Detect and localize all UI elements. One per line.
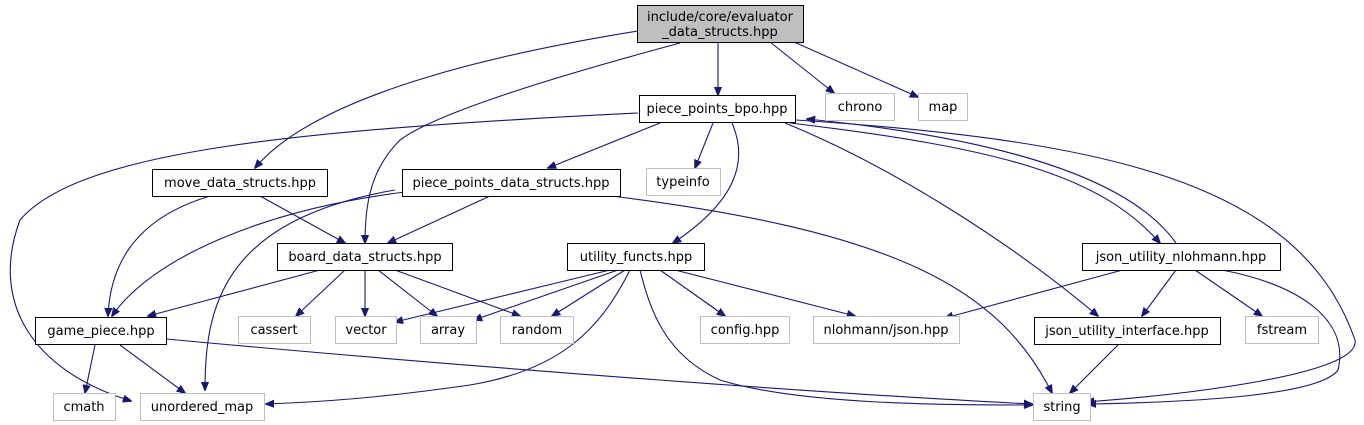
node-array: array: [420, 316, 477, 344]
node-string: string: [1033, 393, 1091, 421]
node-piece-points-bpo-label: piece_points_bpo.hpp: [646, 102, 787, 117]
edge-bpo-to-json-utility-nlohmann: [789, 122, 1160, 243]
node-vector-label: vector: [345, 323, 387, 338]
node-piece-points-data-structs[interactable]: piece_points_data_structs.hpp: [402, 169, 621, 197]
node-root-label-line2: _data_structs.hpp: [661, 25, 778, 40]
node-game-piece-label: game_piece.hpp: [47, 324, 154, 339]
edge-bpo-to-json-utility-interface: [784, 122, 1098, 316]
node-cmath-label: cmath: [63, 400, 104, 415]
edge-layer: [9, 30, 1356, 405]
edge-bpo-to-string: [795, 119, 1356, 402]
edge-jun-to-nlohmann-json: [945, 267, 1131, 318]
node-piece-points-data-structs-label: piece_points_data_structs.hpp: [412, 176, 609, 191]
edge-bpo-to-piece-points-data-structs: [548, 122, 661, 168]
node-nlohmann-json: nlohmann/json.hpp: [813, 316, 960, 344]
edge-root-to-board-data-structs: [365, 42, 681, 243]
node-root-label-line1: include/core/evaluator: [647, 10, 794, 25]
edge-bpo-to-utility-functs: [673, 122, 740, 243]
node-chrono-label: chrono: [838, 100, 883, 115]
edge-board-to-random: [394, 269, 520, 316]
edge-utility-to-config: [659, 269, 725, 316]
node-layer: include/core/evaluator _data_structs.hpp…: [35, 5, 1319, 421]
node-unordered-map-label: unordered_map: [151, 400, 254, 415]
node-game-piece[interactable]: game_piece.hpp: [35, 317, 167, 345]
node-root-header[interactable]: include/core/evaluator _data_structs.hpp: [637, 5, 804, 43]
node-utility-functs-label: utility_functs.hpp: [580, 250, 692, 265]
node-typeinfo: typeinfo: [646, 168, 721, 196]
edge-utility-to-nlohmann-json: [674, 269, 855, 316]
edge-ppds-to-string: [594, 193, 1052, 393]
edge-board-to-cassert: [296, 269, 346, 316]
edge-board-to-game-piece: [148, 269, 321, 316]
edge-move-to-game-piece: [108, 195, 211, 316]
node-json-utility-interface-label: json_utility_interface.hpp: [1044, 324, 1208, 339]
node-typeinfo-label: typeinfo: [656, 175, 709, 190]
node-board-data-structs[interactable]: board_data_structs.hpp: [277, 243, 453, 271]
node-map: map: [918, 93, 968, 121]
node-string-label: string: [1043, 400, 1080, 415]
edge-utility-to-vector: [395, 269, 611, 322]
node-piece-points-bpo[interactable]: piece_points_bpo.hpp: [639, 95, 796, 123]
node-array-label: array: [431, 323, 465, 338]
node-unordered-map: unordered_map: [140, 393, 265, 421]
edge-game-piece-to-unordered-map: [119, 344, 185, 393]
edge-game-piece-to-string: [165, 338, 1032, 404]
edge-bpo-to-typeinfo: [695, 122, 714, 168]
node-json-utility-interface[interactable]: json_utility_interface.hpp: [1034, 317, 1221, 345]
edge-jun-to-fstream: [1194, 269, 1262, 316]
node-cassert: cassert: [238, 316, 311, 344]
edge-json-utility-nlohmann-to-bpo: [807, 119, 1177, 244]
node-config-label: config.hpp: [711, 323, 780, 338]
edge-utility-to-array: [474, 269, 619, 320]
edge-bpo-to-unordered-map: [9, 112, 639, 401]
edge-ppds-to-board: [388, 195, 491, 243]
node-fstream-label: fstream: [1257, 323, 1307, 338]
node-nlohmann-json-label: nlohmann/json.hpp: [824, 323, 949, 338]
node-json-utility-nlohmann-label: json_utility_nlohmann.hpp: [1095, 250, 1267, 265]
node-cmath: cmath: [53, 393, 116, 421]
node-map-label: map: [929, 100, 958, 115]
node-fstream: fstream: [1245, 316, 1319, 344]
node-chrono: chrono: [825, 93, 895, 121]
node-board-data-structs-label: board_data_structs.hpp: [288, 250, 441, 265]
edge-ppds-to-unordered-map: [205, 189, 396, 390]
edge-root-to-move-data-structs: [255, 30, 639, 168]
edge-board-to-array: [377, 269, 437, 316]
edge-game-piece-to-cmath: [85, 344, 96, 393]
node-move-data-structs[interactable]: move_data_structs.hpp: [152, 169, 328, 197]
node-json-utility-nlohmann[interactable]: json_utility_nlohmann.hpp: [1082, 243, 1281, 271]
edge-jun-to-json-utility-interface: [1142, 269, 1177, 316]
node-utility-functs[interactable]: utility_functs.hpp: [567, 243, 705, 271]
edge-jun-to-string: [1088, 269, 1341, 404]
edge-root-to-chrono: [769, 41, 834, 93]
edge-root-to-map: [784, 37, 918, 97]
node-random: random: [500, 316, 574, 344]
node-vector: vector: [335, 316, 397, 344]
edge-move-to-board: [259, 195, 345, 243]
node-config: config.hpp: [700, 316, 790, 344]
edge-utility-to-random: [552, 269, 626, 316]
edge-jui-to-string: [1070, 344, 1119, 393]
node-move-data-structs-label: move_data_structs.hpp: [164, 176, 316, 191]
edge-ppds-to-game-piece: [112, 191, 406, 316]
node-random-label: random: [512, 323, 562, 338]
edge-utility-to-unordered-map: [266, 269, 631, 404]
node-cassert-label: cassert: [250, 323, 297, 338]
